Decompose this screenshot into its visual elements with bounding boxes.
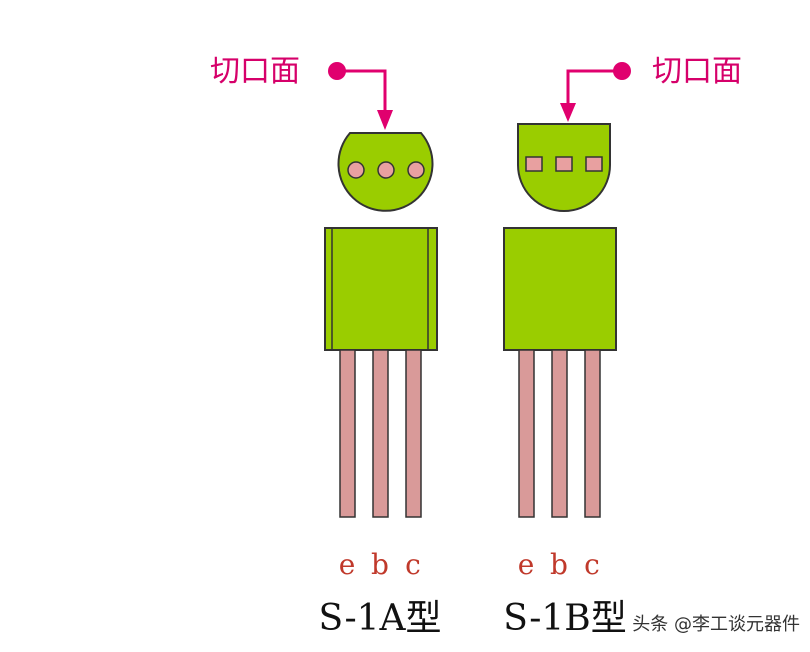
- s1a-callout-arrowhead: [377, 110, 393, 130]
- s1a-leg-b: [372, 349, 389, 518]
- s1b-leg-c: [584, 349, 601, 518]
- s1b-body: [503, 227, 617, 351]
- s1a-pin-label-e: e: [339, 548, 356, 581]
- s1b-pin-label-b: b: [550, 548, 568, 581]
- s1a-pin-label-b: b: [371, 548, 389, 581]
- s1b-pin-hole-b: [555, 156, 573, 172]
- s1a-pin-label-c: c: [405, 548, 421, 581]
- s1a-leg-e: [339, 349, 356, 518]
- s1b-pin-label-c: c: [584, 548, 600, 581]
- s1a-transistor: 切口面 e b c S-1A型: [210, 54, 442, 639]
- s1b-pin-hole-c: [585, 156, 603, 172]
- watermark: 头条 @李工谈元器件: [631, 613, 802, 637]
- s1b-callout-arrowhead: [560, 103, 576, 122]
- s1a-type-label: S-1A型: [318, 598, 441, 639]
- s1b-transistor: 切口面 e b c S-1B型: [503, 54, 742, 639]
- s1a-pin-hole-e: [347, 161, 365, 179]
- s1b-pin-label-e: e: [518, 548, 535, 581]
- s1b-callout-line: [566, 69, 622, 105]
- s1b-pin-hole-e: [525, 156, 543, 172]
- s1b-type-label: S-1B型: [503, 598, 627, 639]
- s1a-cut-face-label: 切口面: [210, 54, 300, 89]
- s1a-leg-c: [405, 349, 422, 518]
- s1a-callout-line: [337, 69, 387, 112]
- s1b-cut-face-label: 切口面: [652, 54, 742, 89]
- watermark-text: 头条 @李工谈元器件: [632, 614, 800, 635]
- s1a-pin-hole-b: [377, 161, 395, 179]
- s1b-leg-b: [551, 349, 568, 518]
- s1a-pin-hole-c: [407, 161, 425, 179]
- s1a-body: [324, 227, 438, 351]
- s1b-leg-e: [518, 349, 535, 518]
